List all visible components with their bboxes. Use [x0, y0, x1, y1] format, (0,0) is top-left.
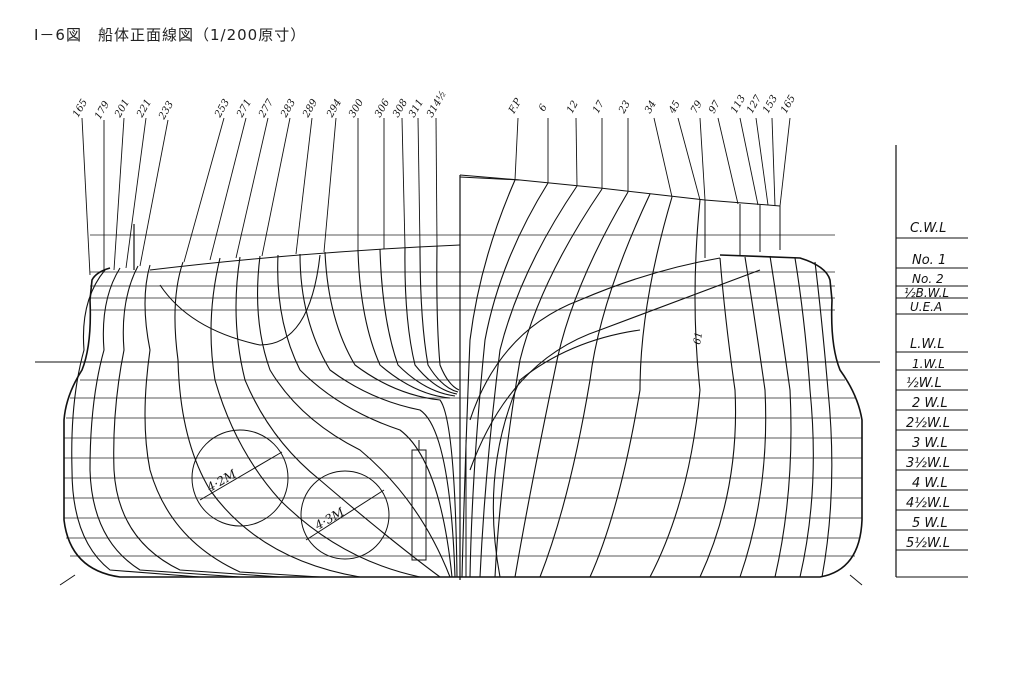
waterline-label: 4½W.L [906, 496, 950, 511]
station-label: 113 [729, 93, 748, 115]
aft-station-leaders [81, 117, 438, 276]
station-label: 221 [135, 97, 155, 120]
waterline-label: 2 W.L [912, 396, 948, 411]
station-label: 283 [279, 97, 299, 120]
station-label: 201 [113, 97, 133, 120]
propeller-circle-outer [191, 429, 289, 527]
station-label: 294 [325, 97, 345, 120]
station-label: 165 [779, 93, 798, 115]
station-label: F.P [507, 97, 525, 117]
station-label: 277 [257, 97, 277, 120]
waterline-label: No. 2 [912, 272, 944, 286]
aft-station-labels: 165 179 201 221 233 253 271 277 283 289 … [71, 89, 449, 122]
propeller-circle-inner [300, 470, 390, 560]
waterline-label: 1.W.L [912, 357, 945, 371]
waterline-label: 2½W.L [906, 416, 950, 431]
station-label: 34 [643, 99, 659, 116]
station-label: 300 [347, 97, 366, 120]
station-label: 165 [71, 97, 90, 119]
shaft-strut [411, 449, 427, 561]
fwd-station-labels: F.P 6 12 17 23 34 45 79 97 113 127 153 1… [507, 93, 799, 116]
waterline-label: No. 1 [912, 253, 946, 268]
propeller-dia-label-2: 4·3M [312, 504, 348, 533]
aft-section-lines [71, 245, 460, 578]
hull-outline [63, 254, 863, 578]
waterline-label: 3½W.L [906, 456, 950, 471]
aft-sheer-line [149, 244, 461, 271]
waterline-label: 3 W.L [912, 436, 948, 451]
drawing-title: Ⅰ－6図 船体正面線図（1/200原寸） [34, 26, 307, 44]
station-label: 289 [301, 97, 321, 120]
frame-mark-label: 61 [692, 331, 705, 345]
waterline-label: U.E.A [910, 300, 942, 314]
waterline-label: ½W.L [906, 376, 942, 391]
propeller-dia-label-1: 4·2M [204, 466, 240, 495]
waterline-legend: C.W.L No. 1 No. 2 ½B.W.L U.E.A L.W.L 1.W… [895, 145, 968, 578]
station-label: 6 [537, 102, 550, 114]
waterline-label: 5 W.L [912, 516, 948, 531]
propeller-circles [191, 429, 390, 560]
station-label: 97 [707, 98, 723, 115]
station-label: 17 [591, 98, 607, 115]
station-label: 23 [617, 99, 633, 116]
waterline-label: L.W.L [910, 337, 945, 352]
station-label: 271 [235, 97, 255, 120]
station-label: 45 [667, 99, 683, 116]
station-label: 233 [157, 99, 177, 122]
station-label: 12 [565, 99, 581, 116]
fwd-sheer-line [459, 176, 781, 207]
waterline-grid [64, 234, 862, 557]
waterline-label: C.W.L [910, 221, 946, 236]
fwd-section-lines [461, 179, 833, 578]
station-label: 314½ [425, 89, 449, 119]
station-label: 179 [93, 99, 112, 122]
waterline-label: ½B.W.L [904, 286, 949, 300]
station-label: 127 [745, 93, 764, 116]
station-label: 79 [689, 98, 705, 115]
station-label: 311 [407, 97, 426, 119]
fwd-station-leaders [514, 117, 791, 207]
waterline-label: 5½W.L [906, 536, 950, 551]
waterline-label: 4 W.L [912, 476, 948, 491]
station-label: 253 [213, 97, 233, 120]
station-label: 306 [373, 97, 392, 120]
station-label: 153 [761, 93, 780, 115]
station-label: 308 [391, 97, 410, 119]
